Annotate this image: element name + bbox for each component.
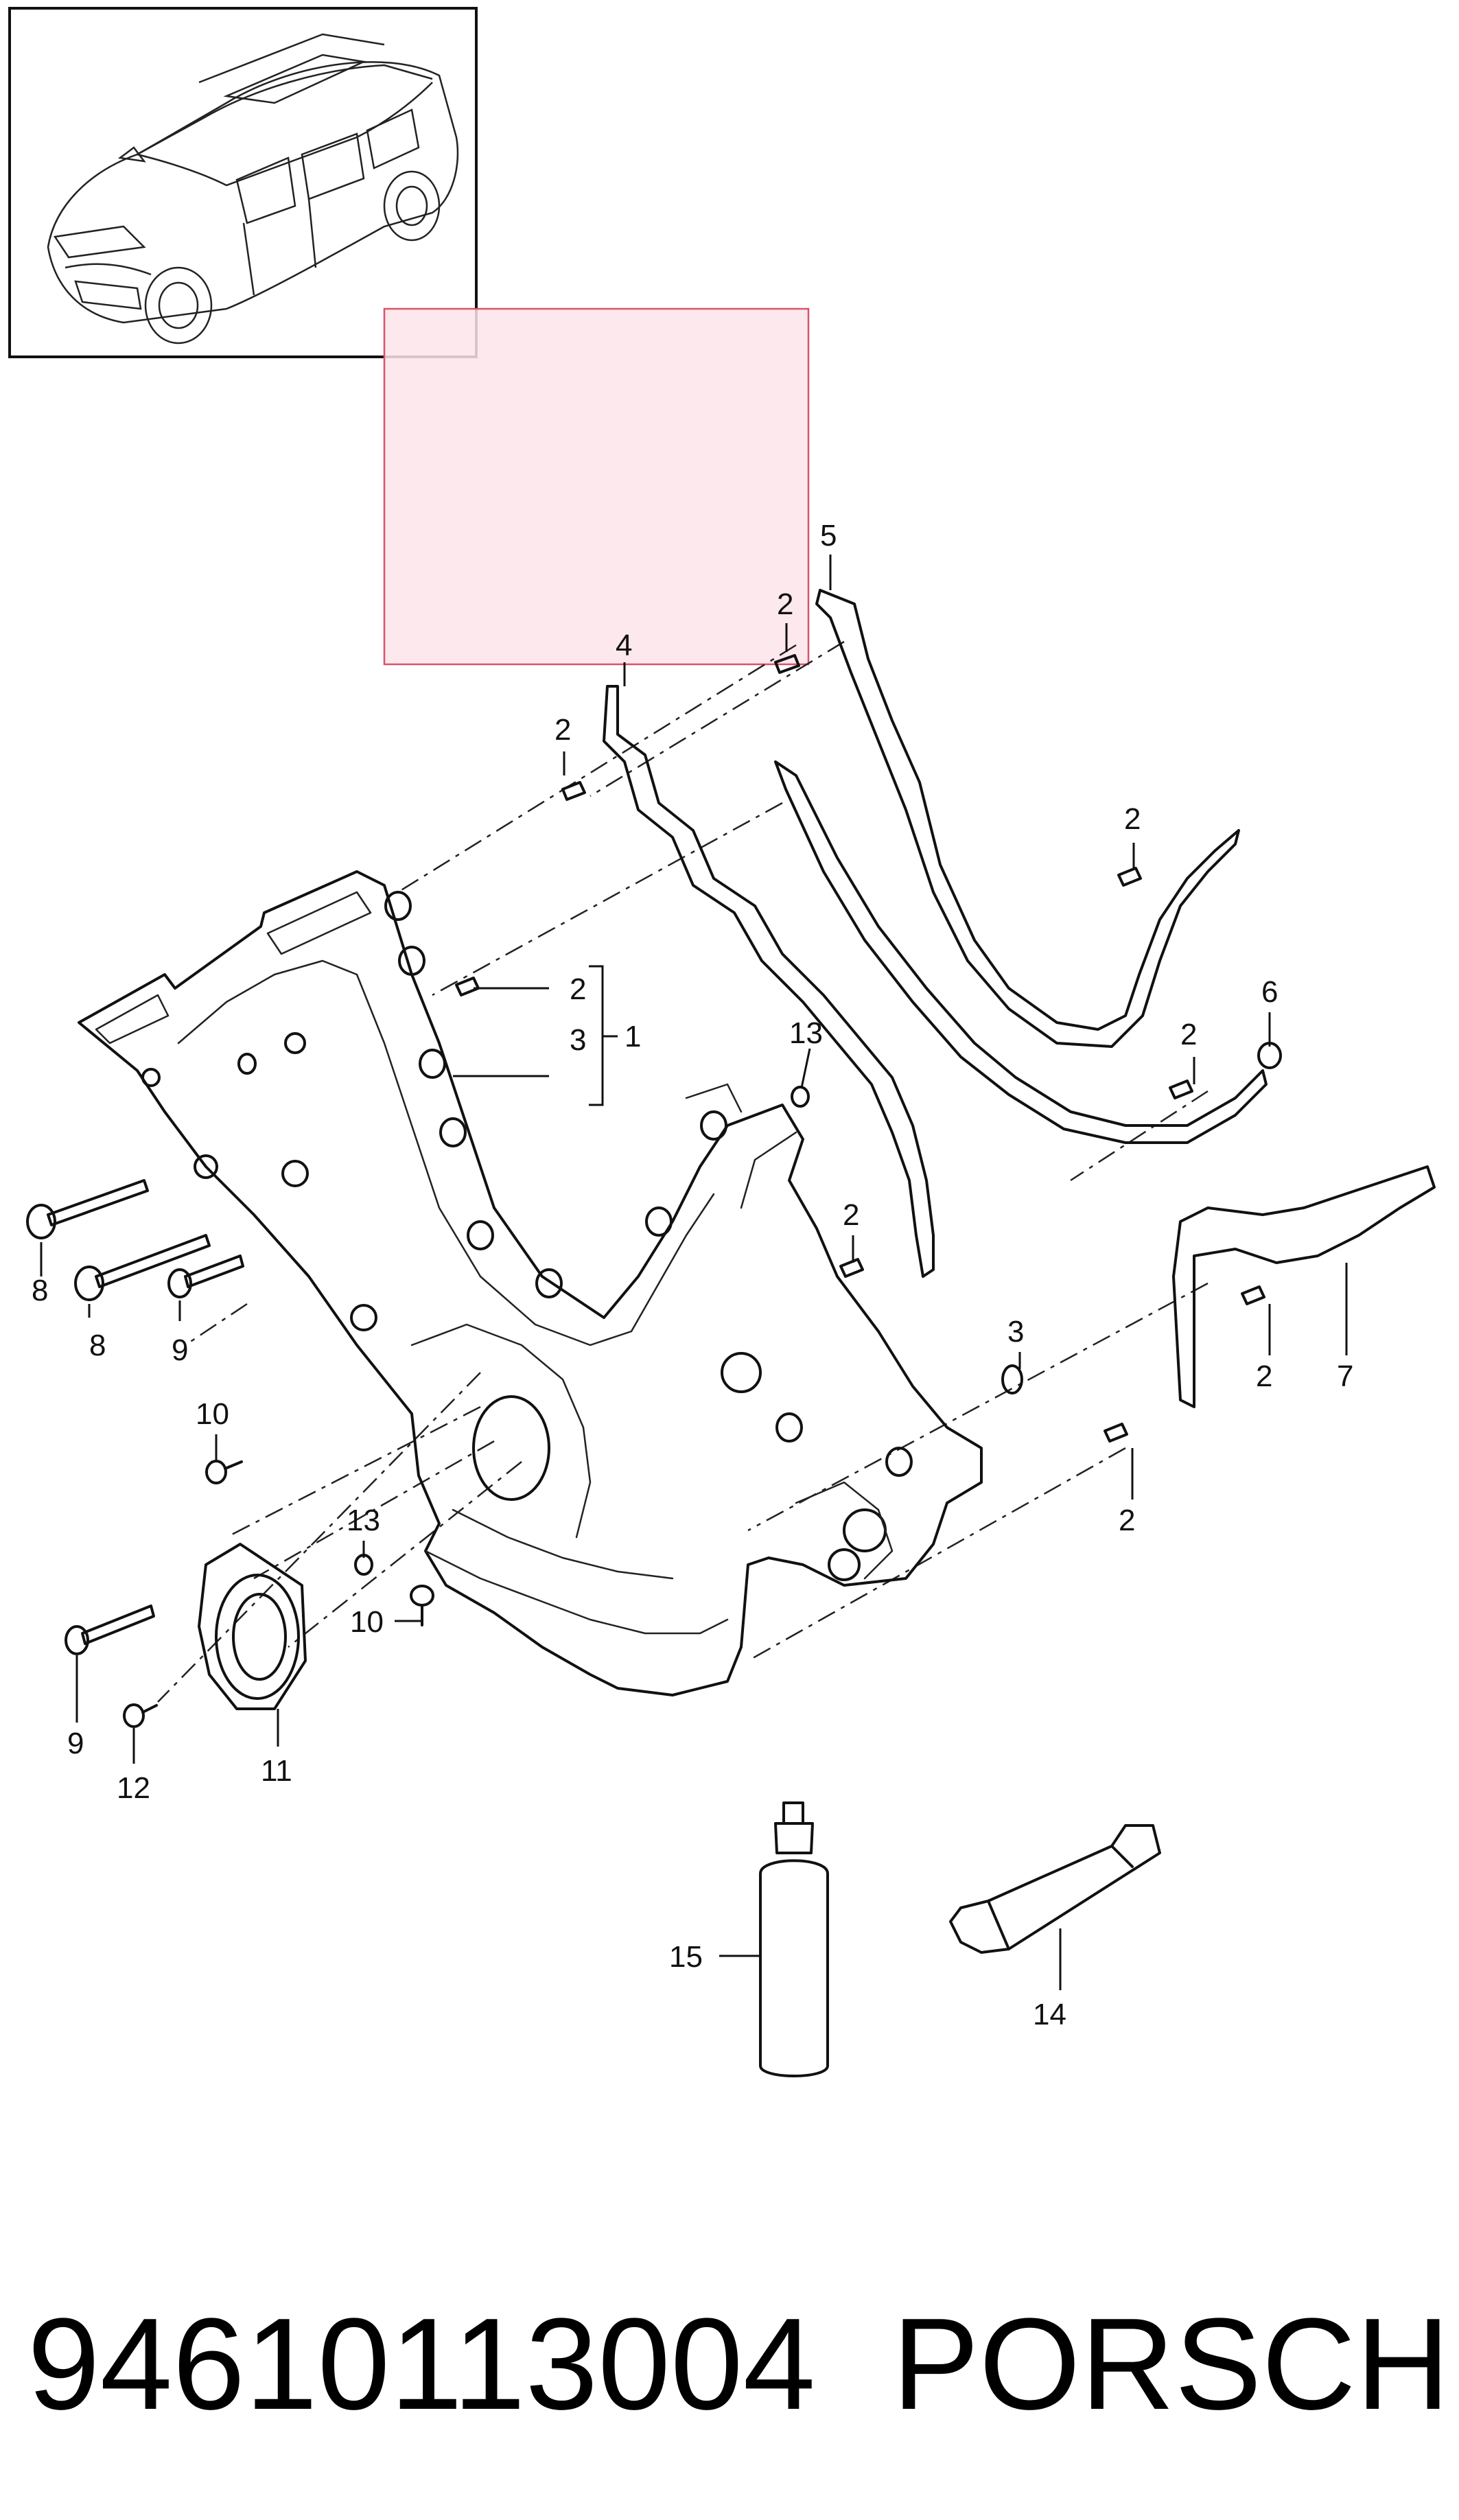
callout-11: 11 bbox=[261, 1754, 292, 1788]
callout-2: 2 bbox=[570, 972, 586, 1006]
callout-8: 8 bbox=[89, 1329, 106, 1362]
bolts-8-9 bbox=[26, 1179, 244, 1655]
callout-2: 2 bbox=[1180, 1018, 1197, 1051]
callout-13: 13 bbox=[347, 1504, 380, 1537]
gasket-7 bbox=[1172, 1165, 1436, 1408]
callout-2: 2 bbox=[1256, 1360, 1272, 1393]
callout-2: 2 bbox=[843, 1198, 859, 1232]
callout-4: 4 bbox=[616, 629, 632, 662]
callout-3: 3 bbox=[570, 1023, 586, 1057]
callout-8: 8 bbox=[32, 1274, 48, 1307]
callout-12: 12 bbox=[117, 1771, 150, 1805]
spray-can-15 bbox=[759, 1801, 829, 2077]
gasket-5 bbox=[815, 589, 1240, 1048]
callout-2: 2 bbox=[1119, 1504, 1135, 1537]
bolts-10 bbox=[205, 1460, 434, 1626]
timing-cover bbox=[78, 870, 983, 1696]
callout-7: 7 bbox=[1337, 1360, 1353, 1393]
callout-9: 9 bbox=[67, 1727, 84, 1760]
callout-10: 10 bbox=[350, 1605, 384, 1639]
callout-5: 5 bbox=[820, 519, 837, 552]
seal-ring-11 bbox=[198, 1543, 307, 1710]
callout-2: 2 bbox=[777, 587, 793, 621]
vehicle-thumbnail bbox=[8, 7, 478, 358]
gasket-long bbox=[774, 760, 1268, 1144]
part-number: 94610113004 bbox=[27, 2291, 815, 2437]
callout-3: 3 bbox=[1007, 1315, 1024, 1349]
callout-1: 1 bbox=[625, 1020, 641, 1053]
callout-6: 6 bbox=[1261, 975, 1278, 1009]
alignment-lines bbox=[157, 640, 1209, 1703]
callout-9: 9 bbox=[172, 1333, 188, 1367]
callout-13: 13 bbox=[789, 1016, 823, 1050]
callout-labels: 5 2 4 2 2 3 1 2 6 2 13 2 8 8 9 10 3 2 7 … bbox=[32, 519, 1353, 2031]
callout-14: 14 bbox=[1033, 1998, 1066, 2031]
callout-2: 2 bbox=[1124, 802, 1141, 836]
highlight-box bbox=[383, 307, 810, 666]
sealant-tube-14 bbox=[949, 1824, 1161, 1954]
gasket-4 bbox=[603, 685, 935, 1278]
brand-name: PORSCHE bbox=[892, 2291, 1459, 2437]
callout-10: 10 bbox=[196, 1397, 229, 1431]
leader-lines bbox=[40, 555, 1348, 1990]
callout-2: 2 bbox=[555, 713, 571, 747]
callout-15: 15 bbox=[669, 1940, 703, 1974]
